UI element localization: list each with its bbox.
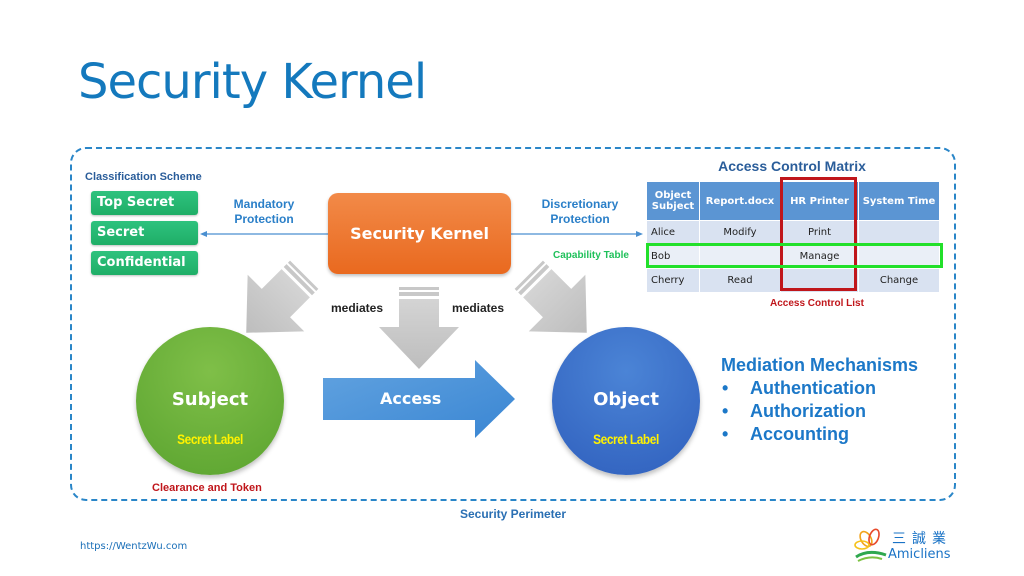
matrix-cell	[858, 220, 940, 245]
mediates-left-label: mediates	[331, 301, 384, 315]
arrowhead-icon	[636, 231, 643, 237]
matrix-cell: Modify	[699, 220, 781, 245]
subject-circle: Subject Secret Label	[136, 327, 284, 475]
matrix-row: Alice Modify Print	[646, 220, 940, 245]
access-control-list-highlight	[780, 177, 857, 291]
classification-confidential: Confidential	[91, 251, 198, 275]
matrix-cell: Read	[699, 268, 781, 293]
mechanism-label: Authorization	[750, 401, 866, 421]
matrix-column-header: Report.docx	[699, 181, 781, 221]
matrix-cell: Print	[780, 220, 859, 245]
matrix-cell	[858, 244, 940, 269]
mechanism-label: Authentication	[750, 378, 876, 398]
matrix-column-header: System Time	[858, 181, 940, 221]
object-label: Object	[593, 389, 659, 410]
access-control-matrix: Object Subject Report.docx HR Printer Sy…	[646, 181, 940, 293]
object-secret-label: Secret Label	[593, 431, 659, 447]
object-circle: Object Secret Label	[552, 327, 700, 475]
access-control-matrix-title: Access Control Matrix	[718, 158, 866, 174]
logo-english-text: Amicliens	[888, 547, 951, 562]
mechanism-item: • Authorization	[722, 401, 866, 422]
discretionary-protection-label: Discretionary Protection	[541, 197, 619, 226]
classification-scheme-title: Classification Scheme	[85, 171, 202, 183]
mechanism-item: • Authentication	[722, 378, 876, 399]
arrowhead-icon	[200, 231, 207, 237]
mechanism-label: Accounting	[750, 424, 849, 444]
capability-table-label: Capability Table	[553, 250, 629, 261]
classification-secret: Secret	[91, 221, 198, 245]
subject-label: Subject	[171, 389, 249, 410]
matrix-cell: Change	[858, 268, 940, 293]
subject-secret-label: Secret Label	[177, 431, 243, 447]
security-perimeter-label: Security Perimeter	[459, 507, 567, 521]
corner-subject-label: Subject	[651, 201, 695, 212]
security-perimeter	[70, 147, 956, 501]
matrix-subject-cell: Alice	[646, 220, 700, 245]
security-kernel-box: Security Kernel	[328, 193, 511, 274]
mediates-right-arrow	[514, 260, 587, 333]
mediation-mechanisms-title: Mediation Mechanisms	[721, 355, 919, 375]
mediates-right-label: mediates	[452, 301, 505, 315]
access-label: Access	[380, 389, 442, 408]
mediates-down-arrow	[379, 287, 459, 369]
flower-logo-icon	[854, 528, 887, 562]
bullet-icon: •	[722, 378, 729, 398]
footer-url-link[interactable]: https://WentzWu.com	[80, 541, 188, 552]
mandatory-protection-label: Mandatory Protection	[233, 197, 295, 226]
matrix-cell	[699, 244, 781, 269]
capability-table-highlight	[646, 243, 943, 268]
company-logo: 三誠業 Amicliens	[852, 527, 957, 565]
matrix-corner-header: Object Subject	[646, 181, 700, 221]
matrix-cell: Manage	[780, 244, 859, 269]
security-kernel-label: Security Kernel	[350, 224, 489, 243]
mechanism-item: • Accounting	[722, 424, 849, 445]
matrix-row: Bob Manage	[646, 244, 940, 269]
access-arrow	[323, 360, 515, 438]
page-title: Security Kernel	[78, 54, 427, 110]
clearance-token-caption: Clearance and Token	[152, 482, 262, 494]
classification-top-secret: Top Secret	[91, 191, 198, 215]
mediates-left-arrow	[246, 260, 319, 333]
logo-chinese-text: 三誠業	[892, 531, 952, 547]
corner-object-label: Object	[654, 190, 692, 201]
matrix-subject-cell: Cherry	[646, 268, 700, 293]
access-control-list-label: Access Control List	[770, 298, 864, 309]
bullet-icon: •	[722, 401, 729, 421]
bullet-icon: •	[722, 424, 729, 444]
matrix-row: Cherry Read Change	[646, 268, 940, 293]
